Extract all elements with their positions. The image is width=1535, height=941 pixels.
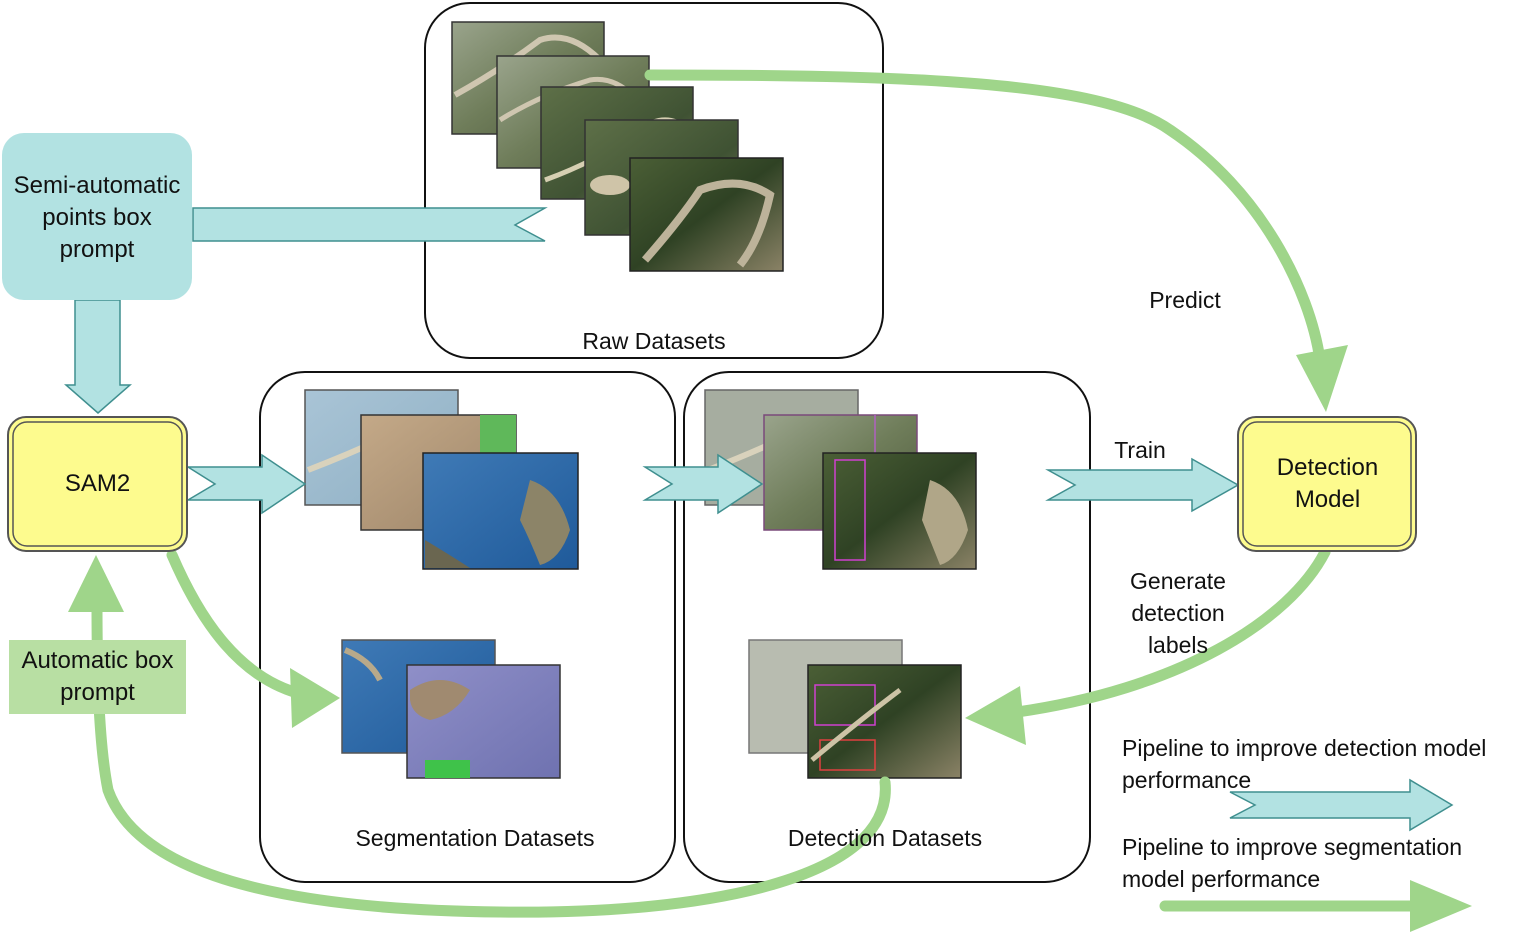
detection-datasets-container [683,371,1091,883]
raw-image-stack [451,21,784,272]
detection-model-label: Detection Model [1276,454,1379,513]
loop-back-arrowhead [68,555,124,612]
generate-labels-arrow [1004,546,1331,719]
raw-datasets-container [424,2,884,359]
detection-model-node-inner [1242,421,1412,547]
segmentation-image-stack-top [304,389,579,570]
semi-auto-prompt-label: Semi-automatic points box prompt [13,171,181,263]
raw-datasets-title: Raw Datasets [582,328,726,354]
sam2-node-inner [12,421,183,547]
segmentation-datasets-title: Segmentation Datasets [355,825,595,851]
detection-image-stack-bottom [748,639,962,779]
legend-green-arrowhead [1410,880,1472,932]
legend-detection-text: Pipeline to improve detection model perf… [1122,735,1487,793]
detection-model-node-outer [1237,416,1417,552]
sam2-to-seg-masks-arrow [166,549,311,701]
sam2-to-segmentation-arrow [185,453,307,515]
prompt-to-sam2-arrow [64,299,132,414]
segmentation-datasets-container [259,371,676,883]
sam2-node-outer [7,416,188,552]
predict-arrowhead [1296,345,1348,412]
legend-segmentation-text: Pipeline to improve segmentation model p… [1122,834,1463,892]
semi-auto-prompt-node [2,133,192,300]
predict-label: Predict [1149,287,1221,313]
predict-arrow [644,69,1326,366]
auto-box-prompt-node [9,640,186,714]
sam2-to-seg-masks-arrowhead [290,668,340,728]
sam2-label: SAM2 [64,470,131,497]
detection-datasets-title: Detection Datasets [787,825,983,851]
generate-labels-label: Generate detection labels [1130,568,1226,658]
train-arrow [1045,457,1240,513]
train-label: Train [1114,437,1166,463]
auto-box-prompt-label: Automatic box prompt [21,647,174,706]
segmentation-to-detection-arrow [642,453,764,515]
legend-cyan-arrow [1229,778,1454,832]
loop-back-arrow [91,599,891,918]
generate-labels-arrowhead [965,686,1026,745]
prompt-to-raw-arrow [192,207,548,242]
segmentation-image-stack-bottom [341,639,561,779]
